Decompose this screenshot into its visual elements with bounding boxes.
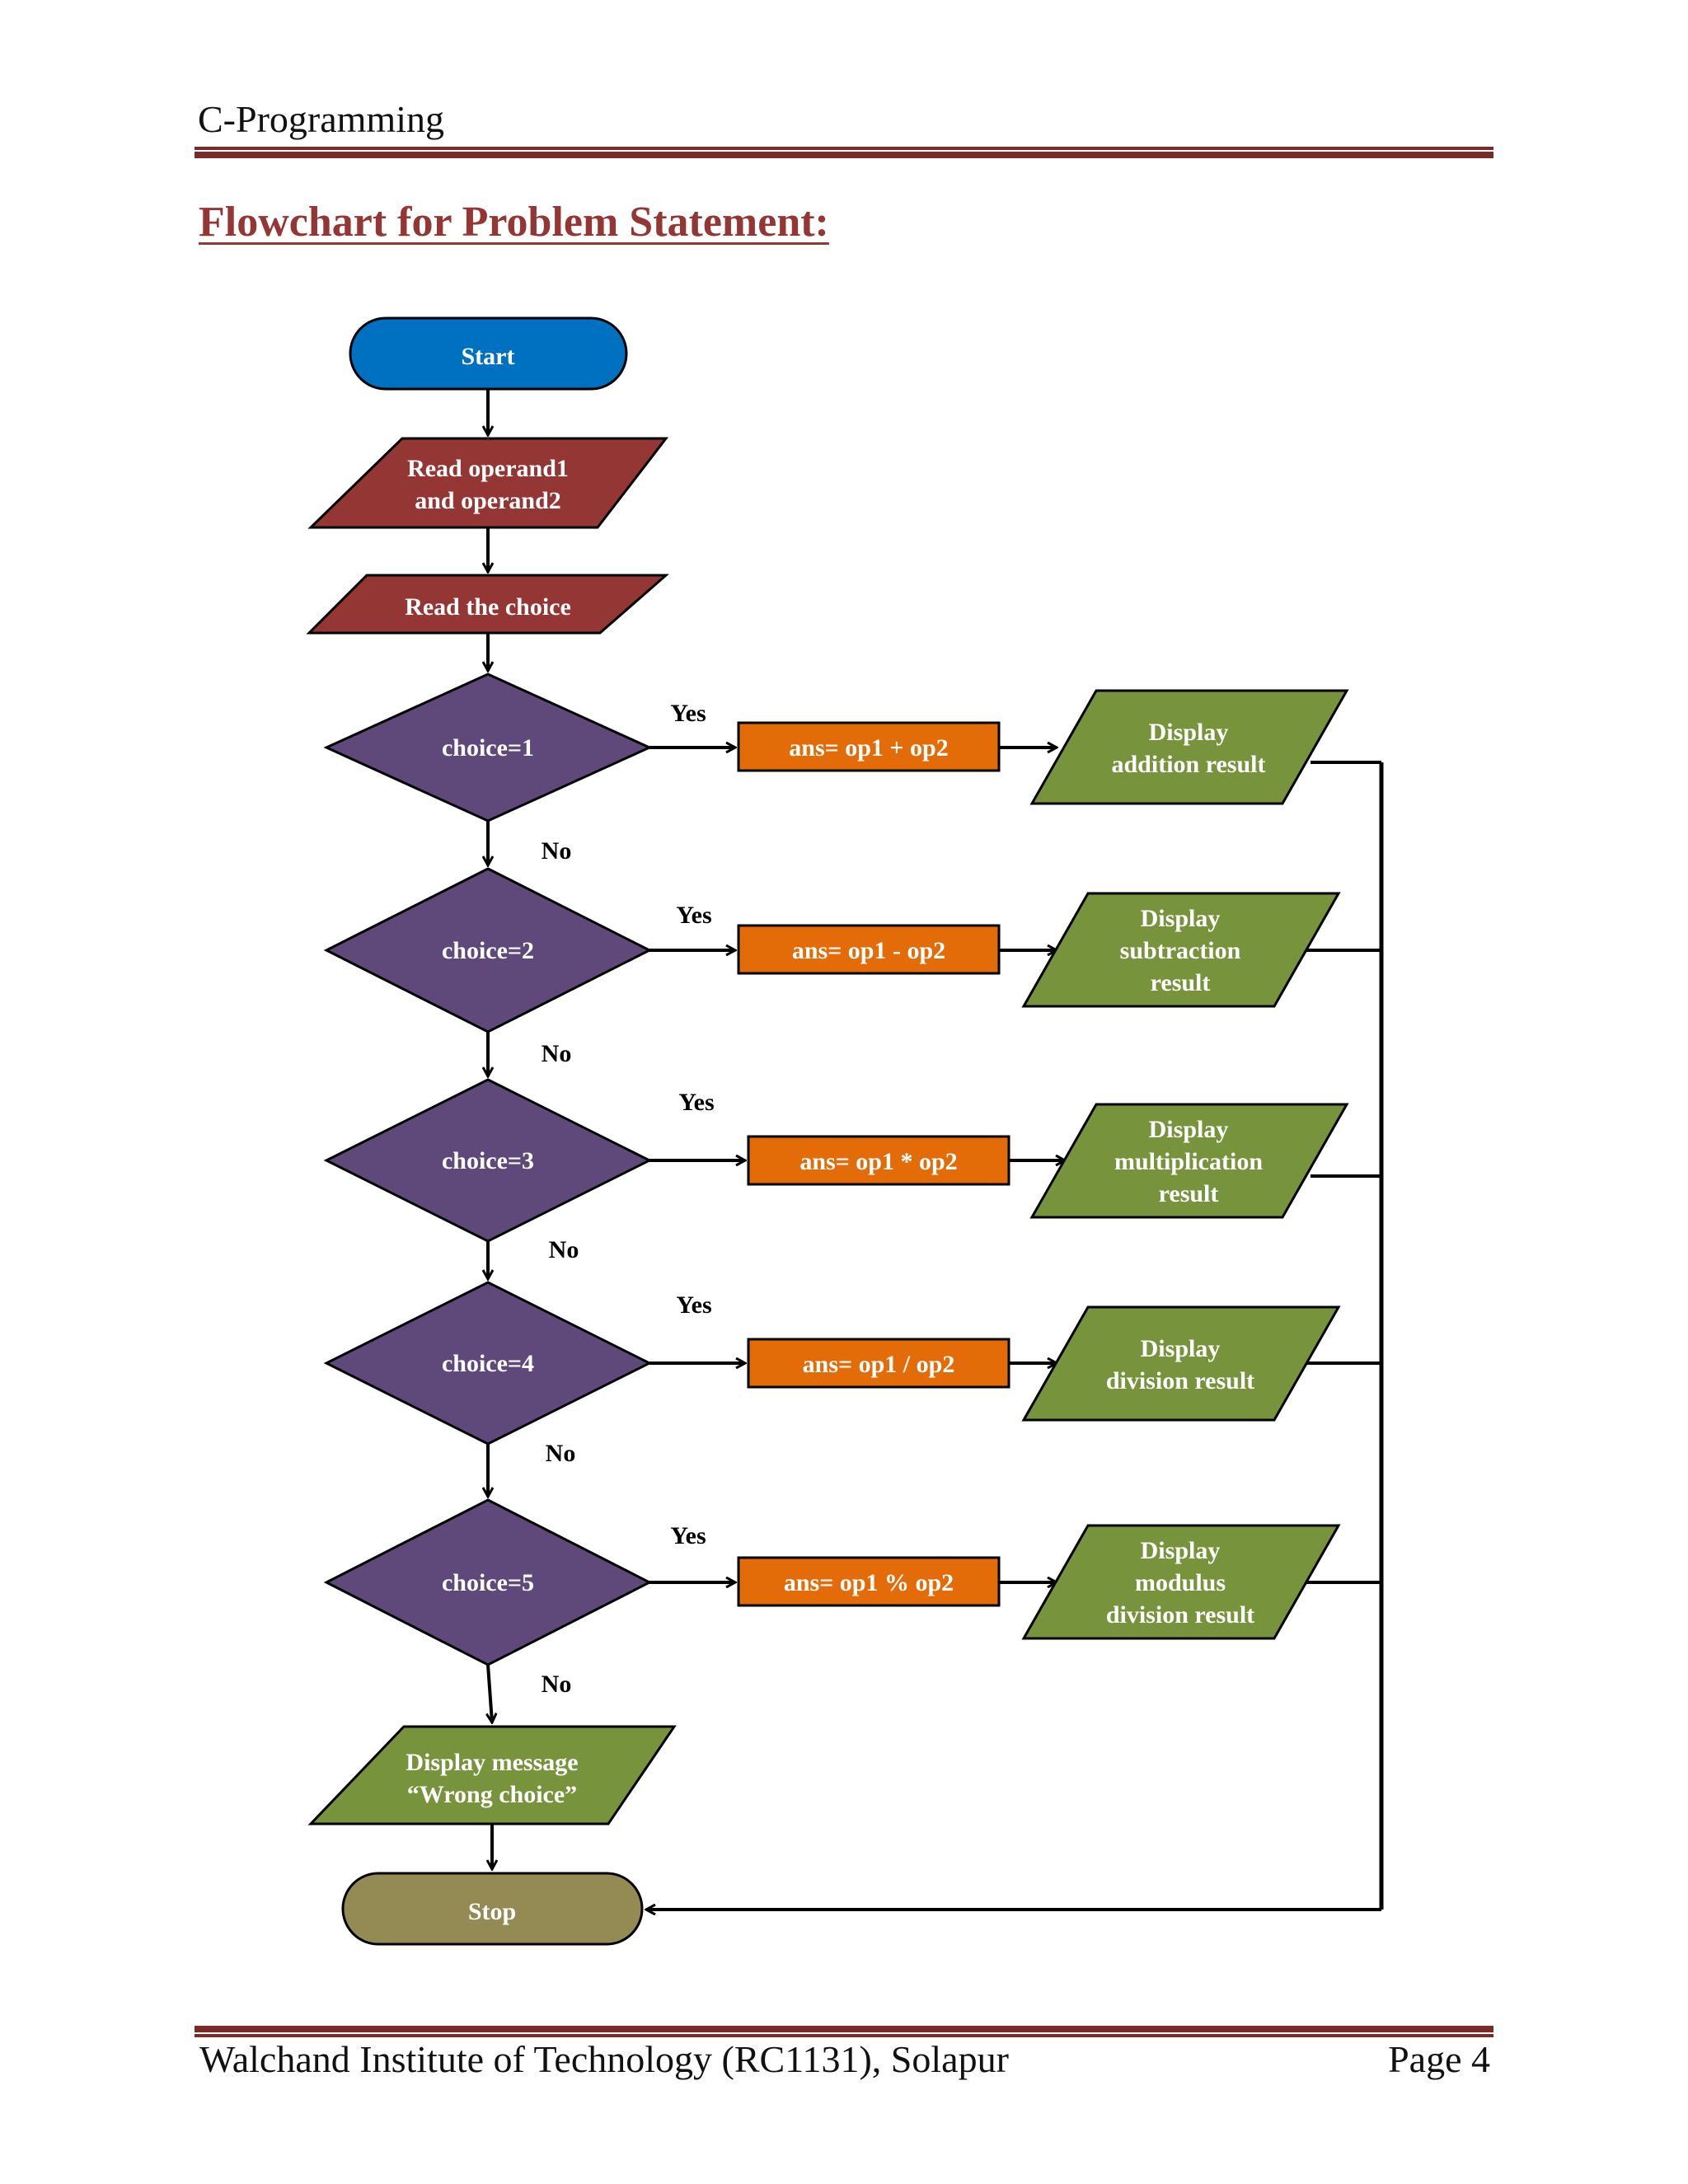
page-header-title: C-Programming (198, 98, 444, 140)
decision-5-label: choice=5 (442, 1569, 534, 1596)
display-5-line-1: Display (1141, 1537, 1221, 1564)
display-2-line-2: subtraction (1120, 937, 1241, 964)
footer-rule-thick (195, 2026, 1493, 2032)
header-rule-thin (195, 147, 1493, 150)
display-2-line-3: result (1151, 969, 1211, 996)
no-label-4: No (546, 1440, 576, 1467)
read-choice-input: Read the choice (306, 574, 669, 635)
decision-choice-2: choice=2 (323, 867, 653, 1033)
no-label-5: No (542, 1671, 572, 1698)
read-choice-label: Read the choice (405, 593, 571, 621)
display-3-line-2: multiplication (1114, 1148, 1263, 1175)
start-terminal: Start (349, 316, 628, 391)
yes-label-5: Yes (670, 1522, 706, 1549)
decision-choice-5: choice=5 (323, 1498, 653, 1666)
process-3-label: ans= op1 * op2 (799, 1148, 957, 1175)
display-5-line-3: division result (1106, 1601, 1254, 1629)
header-rule-thick (195, 152, 1493, 158)
display-addition-result: Display addition result (1029, 689, 1349, 805)
read-operands-input: Read operand1 and operand2 (307, 437, 669, 529)
wrong-choice-line-1: Display message (406, 1749, 578, 1776)
display-1-line-2: addition result (1112, 751, 1266, 778)
process-2-label: ans= op1 - op2 (792, 937, 945, 964)
yes-label-4: Yes (676, 1291, 711, 1319)
no-label-3: No (549, 1236, 579, 1263)
yes-label-1: Yes (670, 700, 706, 727)
footer-rule-thin (195, 2034, 1493, 2037)
process-subtraction: ans= op1 - op2 (737, 924, 1001, 975)
yes-label-2: Yes (676, 902, 711, 929)
display-multiplication-result: Display multiplication result (1029, 1103, 1349, 1219)
process-4-label: ans= op1 / op2 (803, 1351, 955, 1378)
section-title: Flowchart for Problem Statement: (199, 199, 829, 246)
yes-label-3: Yes (678, 1089, 714, 1116)
start-label: Start (462, 343, 515, 370)
display-subtraction-result: Display subtraction result (1021, 892, 1341, 1008)
display-4-line-1: Display (1141, 1335, 1221, 1362)
display-5-line-2: modulus (1135, 1569, 1226, 1596)
arrow-decision-5-no (488, 1664, 492, 1722)
display-1-line-1: Display (1149, 719, 1229, 746)
process-multiplication: ans= op1 * op2 (747, 1135, 1010, 1186)
stop-label: Stop (468, 1898, 516, 1925)
display-modulus-result: Display modulus division result (1021, 1524, 1341, 1640)
read-operands-line-2: and operand2 (415, 487, 561, 514)
no-label-1: No (542, 837, 572, 865)
display-2-line-1: Display (1141, 905, 1221, 932)
process-division: ans= op1 / op2 (747, 1338, 1010, 1389)
process-addition: ans= op1 + op2 (737, 721, 1001, 772)
display-4-line-2: division result (1106, 1367, 1254, 1394)
decision-1-label: choice=1 (442, 734, 534, 762)
decision-choice-3: choice=3 (323, 1078, 653, 1243)
decision-2-label: choice=2 (442, 937, 534, 964)
display-wrong-choice: Display message “Wrong choice” (307, 1725, 677, 1825)
display-division-result: Display division result (1021, 1305, 1341, 1422)
process-modulus: ans= op1 % op2 (737, 1556, 1001, 1607)
display-3-line-3: result (1159, 1180, 1219, 1207)
footer-page-number: Page 4 (1388, 2038, 1490, 2080)
display-3-line-1: Display (1149, 1116, 1229, 1143)
decision-choice-4: choice=4 (323, 1281, 653, 1446)
footer-institute: Walchand Institute of Technology (RC1131… (199, 2038, 1009, 2080)
process-1-label: ans= op1 + op2 (789, 734, 948, 762)
decision-3-label: choice=3 (442, 1147, 534, 1174)
read-operands-line-1: Read operand1 (407, 455, 569, 482)
stop-terminal: Stop (341, 1872, 644, 1946)
process-5-label: ans= op1 % op2 (784, 1569, 954, 1596)
decision-4-label: choice=4 (442, 1350, 534, 1377)
decision-choice-1: choice=1 (323, 673, 653, 823)
no-label-2: No (542, 1040, 572, 1067)
wrong-choice-line-2: “Wrong choice” (407, 1781, 577, 1808)
